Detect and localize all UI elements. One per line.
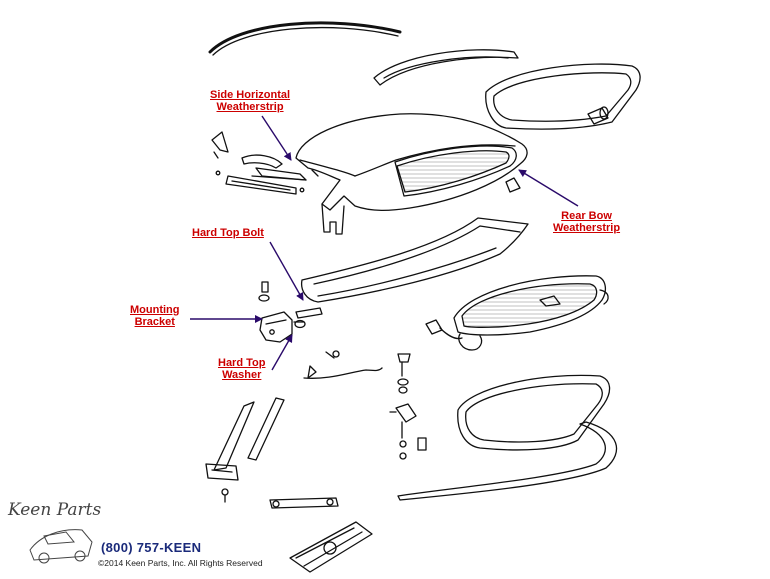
keen-parts-logo: Keen Parts (8, 500, 102, 520)
callout-hard-top-washer[interactable]: Hard Top Washer (218, 357, 265, 381)
callout-hard-top-bolt[interactable]: Hard Top Bolt (192, 227, 264, 239)
callout-rear-bow-weatherstrip[interactable]: Rear Bow Weatherstrip (553, 210, 620, 234)
callout-line-2: Weatherstrip (553, 222, 621, 234)
copyright-text: ©2014 Keen Parts, Inc. All Rights Reserv… (98, 558, 263, 568)
arrow-rear-bow (518, 169, 579, 207)
callout-line-2: Bracket (134, 316, 175, 328)
lower-window-seal (457, 374, 611, 451)
arrow-side-horizontal (261, 115, 292, 161)
callout-line-2: Weatherstrip (216, 101, 284, 113)
top-front-weatherstrip (208, 21, 402, 56)
side-rail-pieces (205, 397, 285, 503)
callout-mounting-bracket[interactable]: Mounting Bracket (130, 304, 179, 328)
callout-line-2: Washer (222, 369, 262, 381)
phone-number[interactable]: (800) 757-KEEN (101, 540, 202, 555)
callout-side-horizontal-weatherstrip[interactable]: Side Horizontal Weatherstrip (210, 89, 290, 113)
arrow-hard-top-washer (271, 334, 293, 371)
wiring-harness (303, 350, 383, 379)
callout-line-1: Rear Bow (561, 210, 612, 222)
latch-assembly (389, 353, 427, 460)
front-header-piece (373, 49, 519, 86)
callout-line-1: Mounting (130, 304, 180, 316)
bottom-bracket (289, 521, 373, 573)
bottom-hinge (269, 497, 339, 509)
lower-side-strip (397, 421, 618, 501)
callout-line-1: Hard Top (218, 357, 266, 369)
rear-window-glass (425, 275, 609, 351)
mounting-bracket-assembly (258, 281, 323, 343)
hard-top-shell (295, 113, 528, 235)
callout-line-1: Hard Top Bolt (192, 227, 264, 239)
callout-line-1: Side Horizontal (210, 89, 291, 101)
rear-bow (300, 217, 529, 303)
arrow-hard-top-bolt (269, 241, 304, 301)
side-weatherstrip-parts (211, 131, 319, 195)
rear-window-seal (485, 63, 641, 130)
logo-car-sketch (29, 529, 93, 564)
small-plug (587, 106, 609, 125)
